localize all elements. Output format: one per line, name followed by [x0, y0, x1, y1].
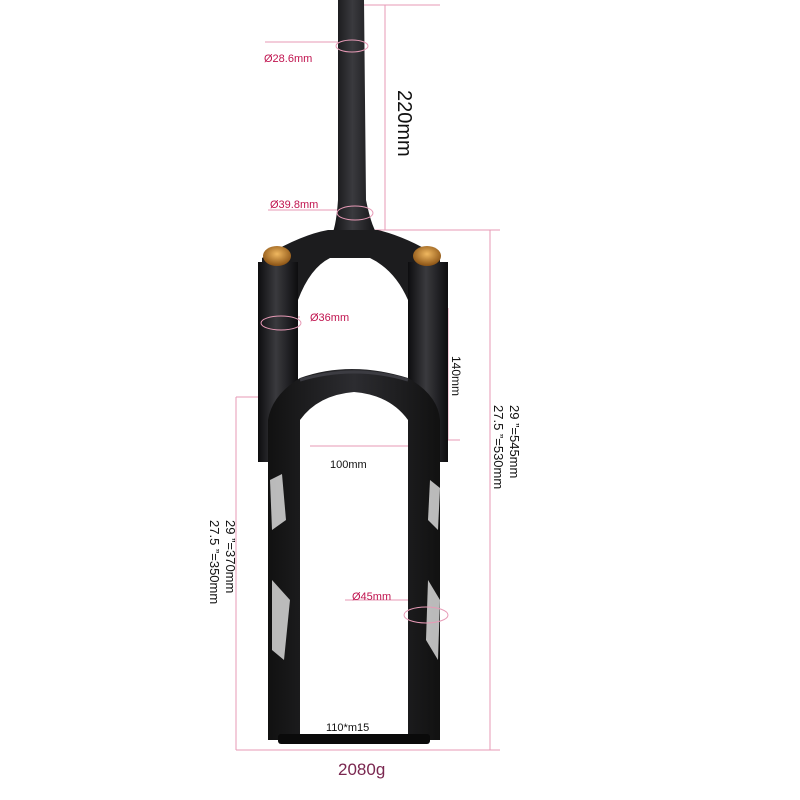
left-cap — [263, 246, 291, 266]
axle-to-crown-275: 27.5 ”=530mm — [491, 405, 506, 489]
steerer-top-diameter: Ø28.6mm — [264, 53, 312, 65]
arch-highlight — [299, 370, 409, 382]
leg-spacing: 100mm — [330, 459, 367, 471]
steerer-base-diameter: Ø39.8mm — [270, 199, 318, 211]
fork-weight: 2080g — [338, 760, 385, 779]
thru-axle — [278, 734, 430, 744]
lower-legs — [268, 369, 440, 740]
steerer-tube — [330, 0, 380, 238]
lower-length-275: 27.5 ”=350mm — [207, 520, 222, 604]
steerer-length: 220mm — [393, 90, 415, 157]
axle-to-crown-29: 29 ”=545mm — [507, 405, 522, 478]
axle-spec: 110*m15 — [326, 722, 369, 734]
lower-length-29: 29 ”=370mm — [223, 520, 238, 593]
travel: 140mm — [449, 356, 463, 396]
diameter-markers — [260, 39, 449, 624]
stanchion-diameter: Ø36mm — [310, 312, 349, 324]
leg-decals — [270, 474, 440, 660]
lower-leg-diameter: Ø45mm — [352, 591, 391, 603]
right-cap — [413, 246, 441, 266]
fork-crown — [262, 230, 440, 300]
